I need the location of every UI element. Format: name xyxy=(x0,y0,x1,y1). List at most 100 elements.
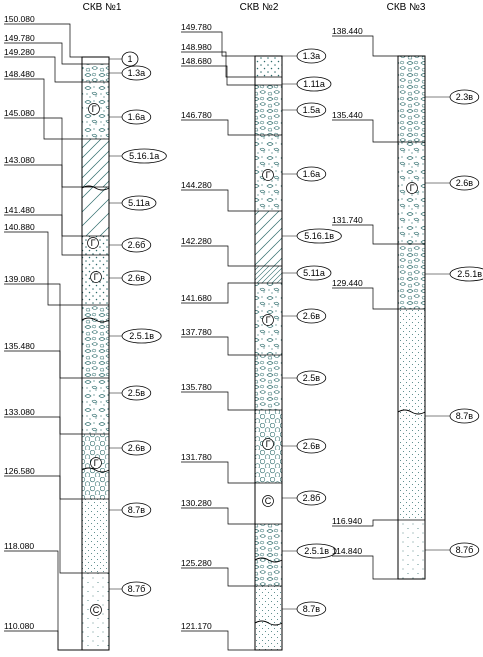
layer-code-label: 2.3в xyxy=(456,92,474,102)
layer-code-label: 1.5а xyxy=(303,105,321,115)
soil-symbol-circle xyxy=(262,169,274,181)
soil-symbol-glyph: Г xyxy=(266,315,271,325)
layer-code-label: 2.8б xyxy=(303,493,321,503)
layer-code-label: 2.5.1в xyxy=(129,331,154,341)
layer-code-label: 8.7в xyxy=(303,604,321,614)
break-line xyxy=(81,467,110,473)
layer-code-ellipse xyxy=(121,237,152,253)
layer-code-label: 2.6в xyxy=(128,273,146,283)
layer-code-label: 2.5.1в xyxy=(457,269,482,279)
layer-code-label: 8.7б xyxy=(128,584,146,594)
elevation-label: 140.880 xyxy=(4,222,35,232)
elevation-label: 143.080 xyxy=(4,155,35,165)
elevation-leader xyxy=(181,630,255,651)
elevation-leader xyxy=(4,550,82,651)
elevation-leader xyxy=(332,555,398,580)
layer-code-ellipse xyxy=(296,601,327,617)
elevation-label: 135.440 xyxy=(332,110,363,120)
elevation-label: 130.280 xyxy=(181,498,212,508)
elevation-label: 133.080 xyxy=(4,407,35,417)
borehole-column xyxy=(397,55,426,580)
layer-code-label: 8.7б xyxy=(456,545,474,555)
layer-fill xyxy=(255,77,282,85)
soil-symbol-glyph: Г xyxy=(94,458,99,468)
layer-code-ellipse xyxy=(296,265,332,281)
layer-code-label: 1.3а xyxy=(128,68,146,78)
soil-symbol-glyph: Г xyxy=(266,170,271,180)
elevation-leader xyxy=(4,164,82,237)
elevation-label: 149.780 xyxy=(181,22,212,32)
soil-symbol-glyph: Г xyxy=(266,439,271,449)
break-line xyxy=(397,409,426,415)
layer-fill xyxy=(82,187,109,236)
borehole-column xyxy=(81,56,110,651)
layer-fill xyxy=(82,64,109,82)
layer-fill xyxy=(255,355,282,410)
elevation-label: 141.480 xyxy=(4,205,35,215)
soil-symbol-glyph: Г xyxy=(91,238,96,248)
borehole-column xyxy=(254,55,283,651)
elevation-label: 145.080 xyxy=(4,108,35,118)
layer-fill xyxy=(82,57,109,64)
elevation-label: 137.780 xyxy=(181,327,212,337)
elevation-leader xyxy=(332,119,398,143)
elevation-leader xyxy=(181,567,255,587)
layer-code-label: 2.6б xyxy=(128,240,146,250)
elevation-label: 135.780 xyxy=(181,382,212,392)
layer-code-label: 1.3а xyxy=(303,51,321,61)
elevation-label: 148.980 xyxy=(181,42,212,52)
layer-code-ellipse xyxy=(121,65,152,81)
elevation-leader xyxy=(4,350,82,435)
layer-fill xyxy=(255,266,282,283)
elevation-label: 121.170 xyxy=(181,621,212,631)
elevation-leader xyxy=(4,117,82,188)
layer-code-ellipse xyxy=(449,266,483,282)
soil-symbol-circle xyxy=(262,438,274,450)
layer-code-ellipse xyxy=(121,385,152,401)
layer-fill xyxy=(255,85,282,135)
layer-code-ellipse xyxy=(449,408,480,424)
elevation-leader xyxy=(4,416,82,500)
layer-code-label: 5.11а xyxy=(128,198,150,208)
layer-fill xyxy=(255,56,282,77)
elevation-leader xyxy=(181,31,255,57)
borehole-1: СКВ №1ГГГГС150.080149.780149.280148.4801… xyxy=(4,2,167,651)
layer-code-label: 1.6а xyxy=(303,169,321,179)
elevation-label: 114.840 xyxy=(332,546,362,556)
layer-code-ellipse xyxy=(449,175,480,191)
layer-code-label: 5.16.1в xyxy=(304,231,334,241)
elevation-leader xyxy=(4,42,82,65)
soil-symbol-glyph: С xyxy=(93,605,100,615)
elevation-leader xyxy=(181,336,255,356)
layer-fill xyxy=(255,524,282,586)
borehole-3: СКВ №3Г138.440135.440131.740129.440116.9… xyxy=(332,2,483,580)
soil-symbol-glyph: Г xyxy=(410,183,415,193)
layer-code-ellipse xyxy=(121,581,152,597)
break-line xyxy=(254,557,283,563)
layer-code-label: 1 xyxy=(127,54,132,64)
elevation-leader xyxy=(4,23,82,58)
layer-code-label: 2.6в xyxy=(303,441,321,451)
elevation-label: 141.680 xyxy=(181,293,212,303)
layer-code-ellipse xyxy=(121,109,152,125)
soil-symbol-circle xyxy=(262,495,274,507)
layer-fill xyxy=(255,211,282,266)
layer-code-label: 2.6в xyxy=(128,443,146,453)
elevation-leader xyxy=(181,245,255,267)
layer-fill xyxy=(398,56,425,142)
elevation-label: 135.480 xyxy=(4,341,35,351)
elevation-label: 125.280 xyxy=(181,558,212,568)
layer-code-ellipse xyxy=(296,166,327,182)
elevation-label: 142.280 xyxy=(181,236,212,246)
borehole-title: СКВ №3 xyxy=(387,2,426,13)
layer-code-ellipse xyxy=(121,502,152,518)
elevation-leader xyxy=(4,78,82,140)
elevation-leader xyxy=(181,461,255,484)
layer-code-ellipse xyxy=(296,490,327,506)
layer-code-label: 2.6в xyxy=(303,311,321,321)
borehole-title: СКВ №1 xyxy=(83,2,122,13)
layer-code-ellipse xyxy=(296,543,337,559)
elevation-leader xyxy=(181,189,255,212)
elevation-label: 116.940 xyxy=(332,516,362,526)
layer-code-label: 2.5в xyxy=(303,373,321,383)
